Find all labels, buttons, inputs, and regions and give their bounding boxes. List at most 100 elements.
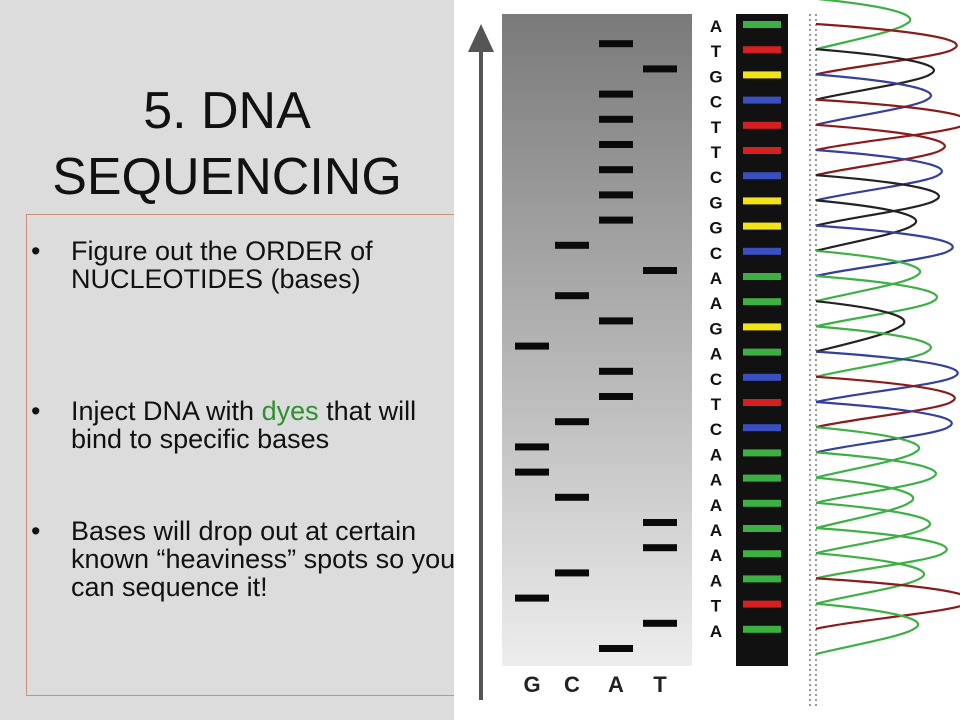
trace-peak-A <box>815 0 912 51</box>
sequence-letter: A <box>710 571 722 590</box>
trace-peak-C <box>815 148 943 202</box>
trace-peak-G <box>815 300 906 353</box>
sequence-letter: A <box>710 471 722 490</box>
gel-band-T <box>643 544 677 552</box>
trace-peak-C <box>815 224 954 278</box>
sequence-letter: A <box>710 622 722 641</box>
color-stripe-A <box>743 575 781 583</box>
color-stripe-A <box>743 625 781 633</box>
gel-band-A <box>599 40 633 48</box>
content-box: • Figure out the ORDER of NUCLEOTIDES (b… <box>26 214 455 696</box>
color-stripe-T <box>743 600 781 608</box>
bullet-dot: • <box>31 236 41 266</box>
bullet-text: Bases will drop out at certain known “he… <box>71 516 456 602</box>
gel-band-C <box>555 241 589 249</box>
sequence-letter: A <box>710 496 722 515</box>
sequence-letter: G <box>709 67 722 86</box>
gel-band-A <box>599 115 633 123</box>
slide-title: 5. DNA SEQUENCING <box>0 78 454 210</box>
sequence-letter: A <box>710 546 722 565</box>
color-stripe-G <box>743 197 781 205</box>
sequence-letter: C <box>710 420 722 439</box>
lane-label-A: A <box>608 672 624 697</box>
sequence-letter: T <box>711 597 722 616</box>
sequence-letter: A <box>710 17 722 36</box>
trace-peak-A <box>815 476 915 530</box>
gel-band-C <box>555 569 589 577</box>
sequence-letter: T <box>711 118 722 137</box>
color-stripe-A <box>743 449 781 457</box>
title-line-1: 5. DNA <box>143 82 311 140</box>
trace-peak-A <box>815 552 926 605</box>
sequence-letter: G <box>709 319 722 338</box>
color-stripe-C <box>743 247 781 255</box>
highlight-dyes: dyes <box>261 396 319 426</box>
gel-band-A <box>599 216 633 224</box>
gel-band-A <box>599 191 633 199</box>
trace-peak-T <box>815 22 958 76</box>
color-stripe-A <box>743 21 781 28</box>
color-stripe-T <box>743 46 781 54</box>
title-line-2: SEQUENCING <box>52 148 402 206</box>
color-stripe-C <box>743 424 781 432</box>
trace-peak-C <box>815 350 959 404</box>
lane-label-T: T <box>653 672 667 697</box>
gel-band-C <box>555 292 589 300</box>
color-stripe-T <box>743 121 781 129</box>
gel-band-G <box>515 443 549 451</box>
sequence-letter: T <box>711 143 722 162</box>
sequence-letter: C <box>710 93 722 112</box>
trace-peak-A <box>815 325 932 378</box>
color-stripe-A <box>743 474 781 482</box>
gel-band-T <box>643 519 677 526</box>
sequence-letter: G <box>709 193 722 212</box>
sequence-letter: A <box>710 294 722 313</box>
lane-label-C: C <box>564 672 580 697</box>
color-stripe-C <box>743 172 781 180</box>
sequence-letter: C <box>710 168 722 187</box>
color-stripe-C <box>743 373 781 381</box>
trace-peak-A <box>815 274 938 328</box>
slide-text-panel: 5. DNA SEQUENCING • Figure out the ORDER… <box>0 0 455 720</box>
trace-peak-A <box>815 249 922 303</box>
color-stripe-A <box>743 499 781 507</box>
sequence-letter: T <box>711 42 722 61</box>
bullet-text-post: that will bind to specific bases <box>71 396 417 454</box>
bullet-dot: • <box>31 396 41 426</box>
gel-band-T <box>643 267 677 274</box>
trace-peak-A <box>815 426 921 479</box>
trace-peak-T <box>815 98 960 152</box>
gel-band-A <box>599 141 633 148</box>
bullet-text-pre: Inject DNA with <box>71 396 262 426</box>
gel-band-T <box>643 65 677 73</box>
color-stripe-A <box>743 550 781 558</box>
color-stripe-C <box>743 96 781 104</box>
trace-peak-A <box>815 451 937 504</box>
gel-band-T <box>643 619 677 627</box>
sequence-letter: A <box>710 269 722 288</box>
trace-peak-A <box>815 526 948 580</box>
chromatogram-traces <box>815 0 960 656</box>
color-stripe-G <box>743 71 781 79</box>
color-stripe-T <box>743 147 781 154</box>
sequence-letter: C <box>710 370 722 389</box>
sequence-letter: A <box>710 345 722 364</box>
gel-background <box>502 14 692 666</box>
trace-peak-T <box>815 577 960 630</box>
trace-peak-A <box>815 501 932 555</box>
trace-peak-G <box>815 199 918 252</box>
trace-peak-G <box>815 48 936 101</box>
color-strip-background <box>736 14 788 666</box>
bullet-dot: • <box>31 516 41 546</box>
color-stripe-G <box>743 222 781 230</box>
color-stripe-G <box>743 323 781 331</box>
gel-band-C <box>555 493 589 501</box>
gel-band-A <box>599 317 633 325</box>
lane-label-G: G <box>523 672 540 697</box>
gel-band-C <box>555 418 589 426</box>
gel-band-G <box>515 468 549 476</box>
